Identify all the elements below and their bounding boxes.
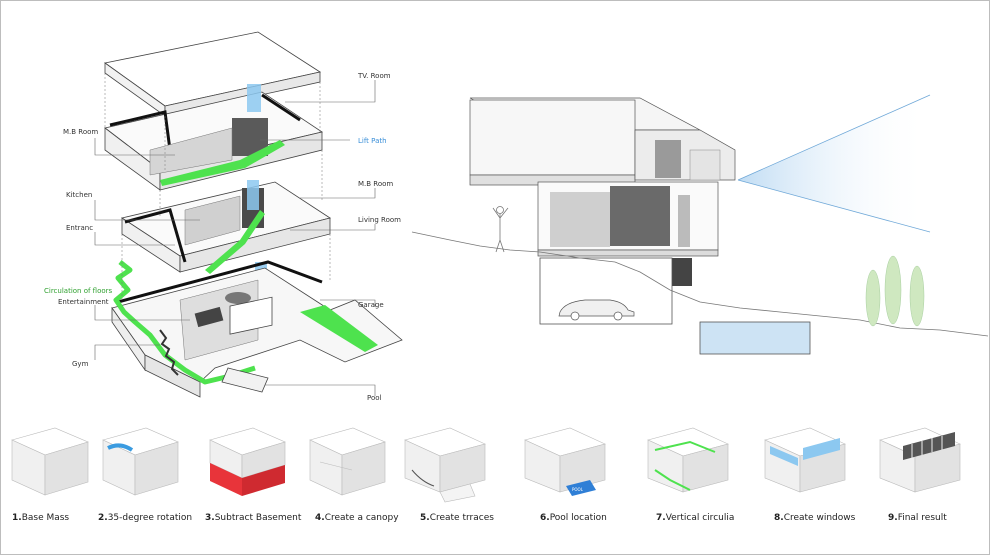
step-7-label: 7.Vertical circulia (656, 513, 734, 523)
car (558, 299, 635, 317)
section-view (411, 94, 989, 355)
step-4-thumb (309, 427, 386, 496)
upper-volume (469, 99, 636, 176)
label-pool: Pool (367, 394, 382, 402)
top-floor (104, 91, 323, 191)
step-9-thumb (879, 427, 961, 493)
label-garage: Garage (358, 301, 384, 309)
trees (865, 255, 925, 327)
lift-shaft-top (247, 84, 261, 112)
step-7-thumb (647, 427, 729, 493)
label-gym: Gym (72, 360, 89, 368)
lift-shaft-mid (247, 180, 259, 210)
pool-tag: POOL (572, 487, 584, 492)
alignment-guides (104, 73, 331, 300)
label-mb-room-right: M.B Room (358, 180, 393, 188)
pool-section (699, 321, 811, 355)
label-entertainment: Entertainment (58, 298, 109, 306)
exploded-axonometric: TV. Room Lift Path M.B Room M.B Room Kit… (44, 31, 403, 402)
label-entrance: Entranc (66, 224, 93, 232)
label-lift-path: Lift Path (358, 137, 387, 145)
step-1-thumb (11, 427, 89, 496)
label-kitchen: Kitchen (66, 191, 92, 199)
design-steps: POOL 1.Base Ma (11, 427, 961, 523)
step-1-label: 1.Base Mass (12, 513, 69, 523)
label-tv-room: TV. Room (357, 72, 391, 80)
step-4-label: 4.Create a canopy (315, 513, 399, 523)
step-8-thumb (764, 427, 846, 493)
step-6-label: 6.Pool location (540, 513, 607, 523)
leader-lines (94, 80, 376, 396)
label-living-room: Living Room (358, 216, 401, 224)
step-6-thumb: POOL (524, 427, 606, 496)
label-mb-room-left: M.B Room (63, 128, 98, 136)
step-2-label: 2.35-degree rotation (98, 513, 192, 523)
middle-floor (121, 181, 331, 274)
person-figure (492, 206, 509, 253)
step-5-thumb (404, 427, 486, 503)
step-2-thumb (102, 427, 179, 496)
step-3-label: 3.Subtract Basement (205, 513, 302, 523)
label-circulation: Circulation of floors (44, 287, 113, 295)
step-8-label: 8.Create windows (774, 513, 856, 523)
step-3-thumb (209, 427, 286, 496)
ground-floor (111, 260, 403, 398)
view-cone (738, 95, 930, 232)
step-9-label: 9.Final result (888, 513, 947, 523)
step-5-label: 5.Create trraces (420, 513, 494, 523)
